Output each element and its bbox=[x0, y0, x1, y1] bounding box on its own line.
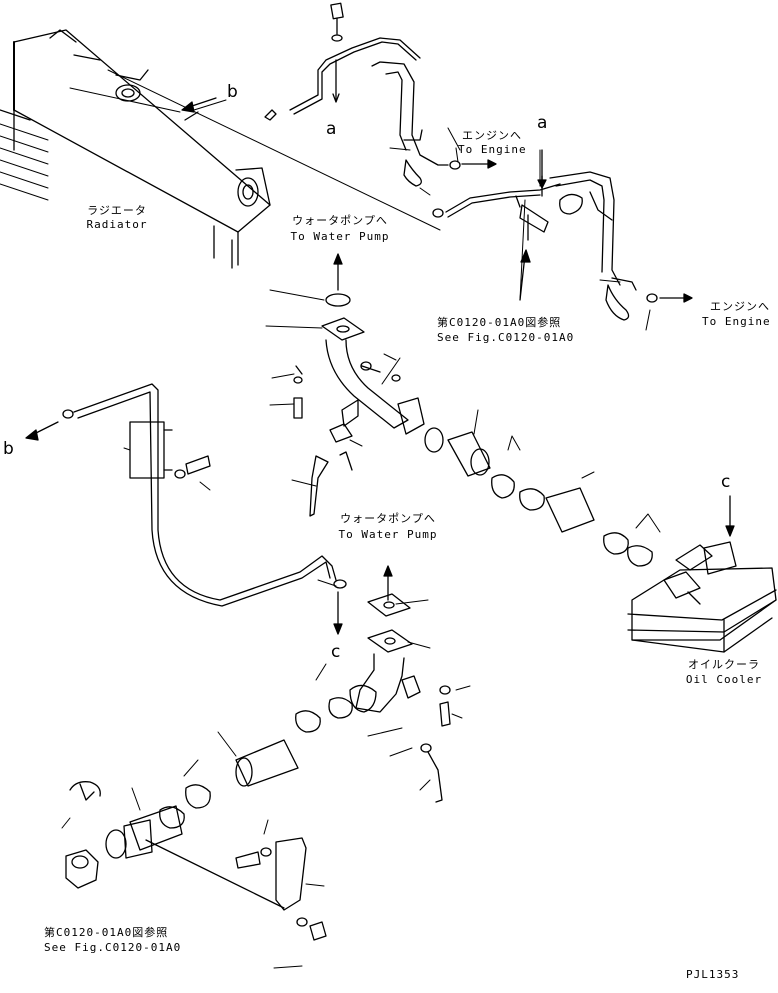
ref-letter-b-left: b bbox=[3, 439, 14, 459]
water-pump-mid-label-en: To Water Pump bbox=[338, 528, 438, 541]
drawing-code: PJL1353 bbox=[686, 968, 740, 981]
lower-leader-lines bbox=[61, 289, 661, 969]
radiator-label-en: Radiator bbox=[86, 218, 148, 231]
right-hose-assembly bbox=[432, 171, 658, 321]
water-pump-top-label-en: To Water Pump bbox=[290, 230, 390, 243]
see-fig-bottom-label-jp: 第C0120-01A0図参照 bbox=[44, 926, 169, 939]
see-fig-top-label-jp: 第C0120-01A0図参照 bbox=[437, 316, 562, 329]
ref-letter-c-right: c bbox=[721, 472, 731, 492]
see-fig-top-label-en: See Fig.C0120-01A0 bbox=[437, 331, 575, 344]
leader-lines bbox=[69, 69, 651, 331]
water-pump-pipe bbox=[293, 293, 653, 567]
top-hose-assembly bbox=[264, 2, 461, 187]
radiator-drawing bbox=[0, 29, 271, 269]
oil-cooler-label-jp: オイルクーラ bbox=[688, 658, 760, 671]
ref-letter-a-top: a bbox=[326, 119, 337, 139]
ref-letter-a-right: a bbox=[537, 113, 548, 133]
lower-assembly bbox=[65, 593, 451, 941]
engine-top-label-jp: エンジンへ bbox=[462, 129, 522, 142]
arrows bbox=[25, 97, 735, 635]
engine-right-label-jp: エンジンへ bbox=[710, 300, 770, 313]
ref-letter-b-top: b bbox=[227, 82, 238, 102]
engine-right-label-en: To Engine bbox=[702, 315, 771, 328]
water-pump-mid-label-jp: ウォータポンプへ bbox=[340, 512, 436, 525]
ref-letter-c-mid: c bbox=[331, 642, 341, 662]
water-pump-top-label-jp: ウォータポンプへ bbox=[292, 214, 388, 227]
left-pipe bbox=[62, 383, 347, 607]
engine-top-label-en: To Engine bbox=[458, 143, 527, 156]
oil-cooler-label-en: Oil Cooler bbox=[685, 673, 763, 686]
see-fig-bottom-label-en: See Fig.C0120-01A0 bbox=[44, 941, 182, 954]
radiator-label-jp: ラジエータ bbox=[87, 204, 147, 217]
oil-cooler-drawing bbox=[627, 541, 777, 653]
